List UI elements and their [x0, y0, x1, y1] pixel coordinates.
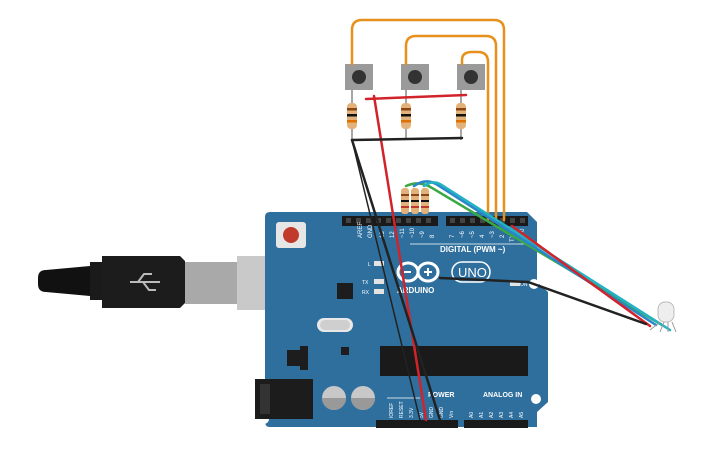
- pin-7-label: 7: [450, 234, 456, 238]
- wires: [350, 18, 672, 422]
- arduino-logo: UNO ARDUINO: [396, 261, 491, 295]
- green-wire: [404, 182, 664, 327]
- pin-a3-label: A3: [499, 412, 505, 418]
- capacitors: [322, 386, 375, 410]
- pin-5-label: ~5: [470, 230, 476, 238]
- rgb-led: [649, 301, 677, 333]
- black-led-wire: [438, 276, 648, 326]
- blue-wire: [412, 180, 658, 327]
- arduino-brand-label: ARDUINO: [397, 286, 434, 295]
- push-button-1[interactable]: [345, 64, 373, 90]
- usb-chip: [337, 283, 353, 299]
- power-header-label: POWER: [428, 392, 454, 399]
- l-led-label: L: [368, 262, 371, 268]
- gnd-label: GND: [368, 224, 374, 238]
- pin-13-label: 13: [380, 231, 386, 238]
- black-rail-wire: [350, 136, 464, 142]
- red-5v-wire: [372, 94, 428, 422]
- pin-8-label: 8: [430, 234, 436, 238]
- pin-reset-label: RESET: [399, 401, 405, 418]
- pin-5v-label: 5V: [419, 411, 425, 418]
- pin-11-label: ~11: [400, 228, 406, 238]
- red-led-wire: [510, 224, 652, 328]
- usb-cable-icon: [38, 256, 267, 310]
- orange-wire-2: [404, 34, 498, 222]
- analog-header-label: ANALOG IN: [483, 392, 522, 399]
- push-button-3[interactable]: [457, 64, 485, 90]
- digital-header-label: DIGITAL (PWM ~): [440, 245, 506, 254]
- pin-4-label: 4: [480, 234, 486, 238]
- pin-3-label: ~3: [490, 230, 496, 238]
- pin-10-label: ~10: [410, 227, 416, 238]
- black-gnd-wire-board: [350, 138, 442, 422]
- aref-label: AREF: [358, 222, 364, 238]
- pin-a5-label: A5: [519, 412, 525, 418]
- button-resistors: [347, 90, 466, 140]
- on-led-label: ON: [520, 282, 528, 288]
- uno-label: UNO: [458, 265, 487, 280]
- pin-2-label: 2: [500, 234, 506, 238]
- arduino-board: AREF GND 13 12 ~11 ~10 ~9 8 7 ~6 ~5 4 ~3…: [259, 212, 548, 428]
- pin-12-label: 12: [390, 231, 396, 238]
- pin-ioref-label: IOREF: [389, 403, 395, 418]
- led-resistors: [401, 188, 429, 214]
- orange-wire-1: [350, 18, 506, 222]
- pin-a2-label: A2: [489, 412, 495, 418]
- pin-a4-label: A4: [509, 412, 515, 418]
- pin-vin-label: Vin: [449, 411, 455, 418]
- pin-gnd-1-label: GND: [429, 407, 435, 419]
- push-button-2[interactable]: [401, 64, 429, 90]
- dc-jack-icon: [255, 379, 313, 419]
- pin-9-label: ~9: [420, 230, 426, 238]
- orange-wire-3: [460, 50, 490, 222]
- reset-button-icon[interactable]: [276, 222, 306, 248]
- rx-led-label: RX: [362, 290, 370, 296]
- pin-a0-label: A0: [469, 412, 475, 418]
- pin-a1-label: A1: [479, 412, 485, 418]
- red-rail-wire: [364, 93, 468, 101]
- pin-6-label: ~6: [460, 230, 466, 238]
- pin-gnd-2-label: GND: [439, 407, 445, 419]
- pin-3v3-label: 3.3V: [409, 407, 415, 418]
- black-gnd-wire-2: [351, 139, 421, 421]
- tx-led-label: TX: [362, 280, 369, 286]
- cyan-wire: [422, 181, 672, 332]
- atmega-chip: [380, 346, 528, 376]
